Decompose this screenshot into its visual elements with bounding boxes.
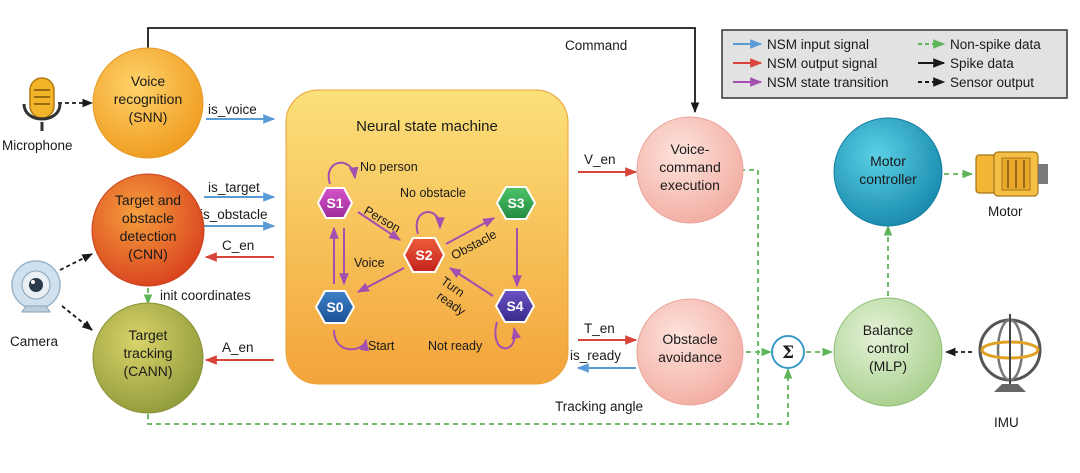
svg-text:Target and: Target and xyxy=(115,192,181,208)
state-s0: S0 xyxy=(314,290,356,324)
svg-text:Target: Target xyxy=(129,327,168,343)
edge-label-v-en: V_en xyxy=(584,152,616,167)
svg-text:NSM output signal: NSM output signal xyxy=(767,56,877,71)
edge-label-a-en: A_en xyxy=(222,340,254,355)
svg-text:obstacle: obstacle xyxy=(122,210,174,226)
svg-text:(CANN): (CANN) xyxy=(124,363,173,379)
svg-text:Spike data: Spike data xyxy=(950,56,1014,71)
imu-label: IMU xyxy=(994,415,1019,430)
trans-label-voice: Voice xyxy=(354,256,385,270)
edge-label-init-coordinates: init coordinates xyxy=(160,288,251,303)
svg-text:tracking: tracking xyxy=(123,345,172,361)
state-s2: S2 xyxy=(402,237,446,273)
svg-text:command: command xyxy=(659,159,720,175)
self-loop-s1 xyxy=(327,161,359,185)
state-s4: S4 xyxy=(494,289,536,323)
state-s1: S1 xyxy=(316,187,354,219)
camera-label: Camera xyxy=(10,334,59,349)
svg-text:S1: S1 xyxy=(326,195,343,211)
nsm-title: Neural state machine xyxy=(356,118,498,135)
camera-to-tracking-connector xyxy=(61,305,93,331)
svg-text:NSM state transition: NSM state transition xyxy=(767,75,889,90)
target-tracking-node: Target tracking (CANN) xyxy=(92,302,204,414)
neural-state-machine: Neural state machine Person Obstacle Tur… xyxy=(285,89,569,385)
svg-text:Σ: Σ xyxy=(782,343,794,363)
edge-label-t-en: T_en xyxy=(584,321,615,336)
sum-node: Σ xyxy=(771,335,805,369)
self-loop-s4 xyxy=(494,321,521,350)
svg-text:Obstacle: Obstacle xyxy=(662,331,717,347)
trans-label-no-person: No person xyxy=(360,160,418,174)
svg-text:S3: S3 xyxy=(507,195,524,211)
edge-label-is-obstacle: is_obstacle xyxy=(200,207,268,222)
balance-control-node: Balance control (MLP) xyxy=(833,297,943,407)
voice-recognition-node: Voice recognition (SNN) xyxy=(92,47,204,159)
camera-to-detection-connector xyxy=(59,253,93,271)
motor-controller-node: Motor controller xyxy=(833,117,943,227)
trans-label-not-ready: Not ready xyxy=(428,339,483,353)
trans-label-no-obstacle: No obstacle xyxy=(400,186,466,200)
microphone-label: Microphone xyxy=(2,138,73,153)
microphone-icon xyxy=(22,77,62,131)
transition-s2-s3 xyxy=(445,217,496,245)
edge-label-is-voice: is_voice xyxy=(208,102,257,117)
camera-icon xyxy=(11,260,61,313)
trans-label-start: Start xyxy=(368,339,395,353)
edge-label-tracking-angle: Tracking angle xyxy=(555,399,643,414)
edge-label-is-target: is_target xyxy=(208,180,260,195)
svg-text:execution: execution xyxy=(660,177,720,193)
tracking-to-sum-connector xyxy=(147,367,793,425)
legend: NSM input signal NSM output signal NSM s… xyxy=(721,29,1068,99)
imu-icon xyxy=(978,314,1042,392)
svg-text:Sensor output: Sensor output xyxy=(950,75,1034,90)
self-loop-s2 xyxy=(415,211,445,235)
voice-command-node: Voice- command execution xyxy=(636,116,744,224)
transition-s2-s0 xyxy=(356,267,405,293)
edge-label-is-ready: is_ready xyxy=(570,348,621,363)
svg-text:(SNN): (SNN) xyxy=(129,109,168,125)
transition-s4-s2 xyxy=(448,267,494,297)
svg-text:detection: detection xyxy=(120,228,177,244)
self-loop-s0 xyxy=(333,329,369,352)
obstacle-avoidance-node: Obstacle avoidance xyxy=(636,298,744,406)
voice-command-to-motor-connector xyxy=(740,169,759,424)
motor-icon xyxy=(975,151,1048,197)
svg-text:S4: S4 xyxy=(506,298,523,314)
svg-text:NSM input signal: NSM input signal xyxy=(767,37,869,52)
target-detection-node: Target and obstacle detection (CNN) xyxy=(91,173,205,287)
svg-text:Non-spike data: Non-spike data xyxy=(950,37,1041,52)
svg-text:Motor: Motor xyxy=(870,153,906,169)
motor-label: Motor xyxy=(988,204,1023,219)
svg-text:(MLP): (MLP) xyxy=(869,358,907,374)
svg-text:Voice: Voice xyxy=(131,73,165,89)
svg-text:avoidance: avoidance xyxy=(658,349,722,365)
edge-label-command: Command xyxy=(565,38,627,53)
svg-text:(CNN): (CNN) xyxy=(128,246,168,262)
transition-s1-s2 xyxy=(357,211,401,241)
svg-text:controller: controller xyxy=(859,171,917,187)
svg-text:S2: S2 xyxy=(415,247,432,263)
svg-text:Balance: Balance xyxy=(863,322,914,338)
edge-label-c-en: C_en xyxy=(222,238,254,253)
svg-text:control: control xyxy=(867,340,909,356)
svg-text:Voice-: Voice- xyxy=(671,141,710,157)
state-s3: S3 xyxy=(495,186,537,220)
svg-text:S0: S0 xyxy=(326,299,343,315)
svg-text:recognition: recognition xyxy=(114,91,183,107)
